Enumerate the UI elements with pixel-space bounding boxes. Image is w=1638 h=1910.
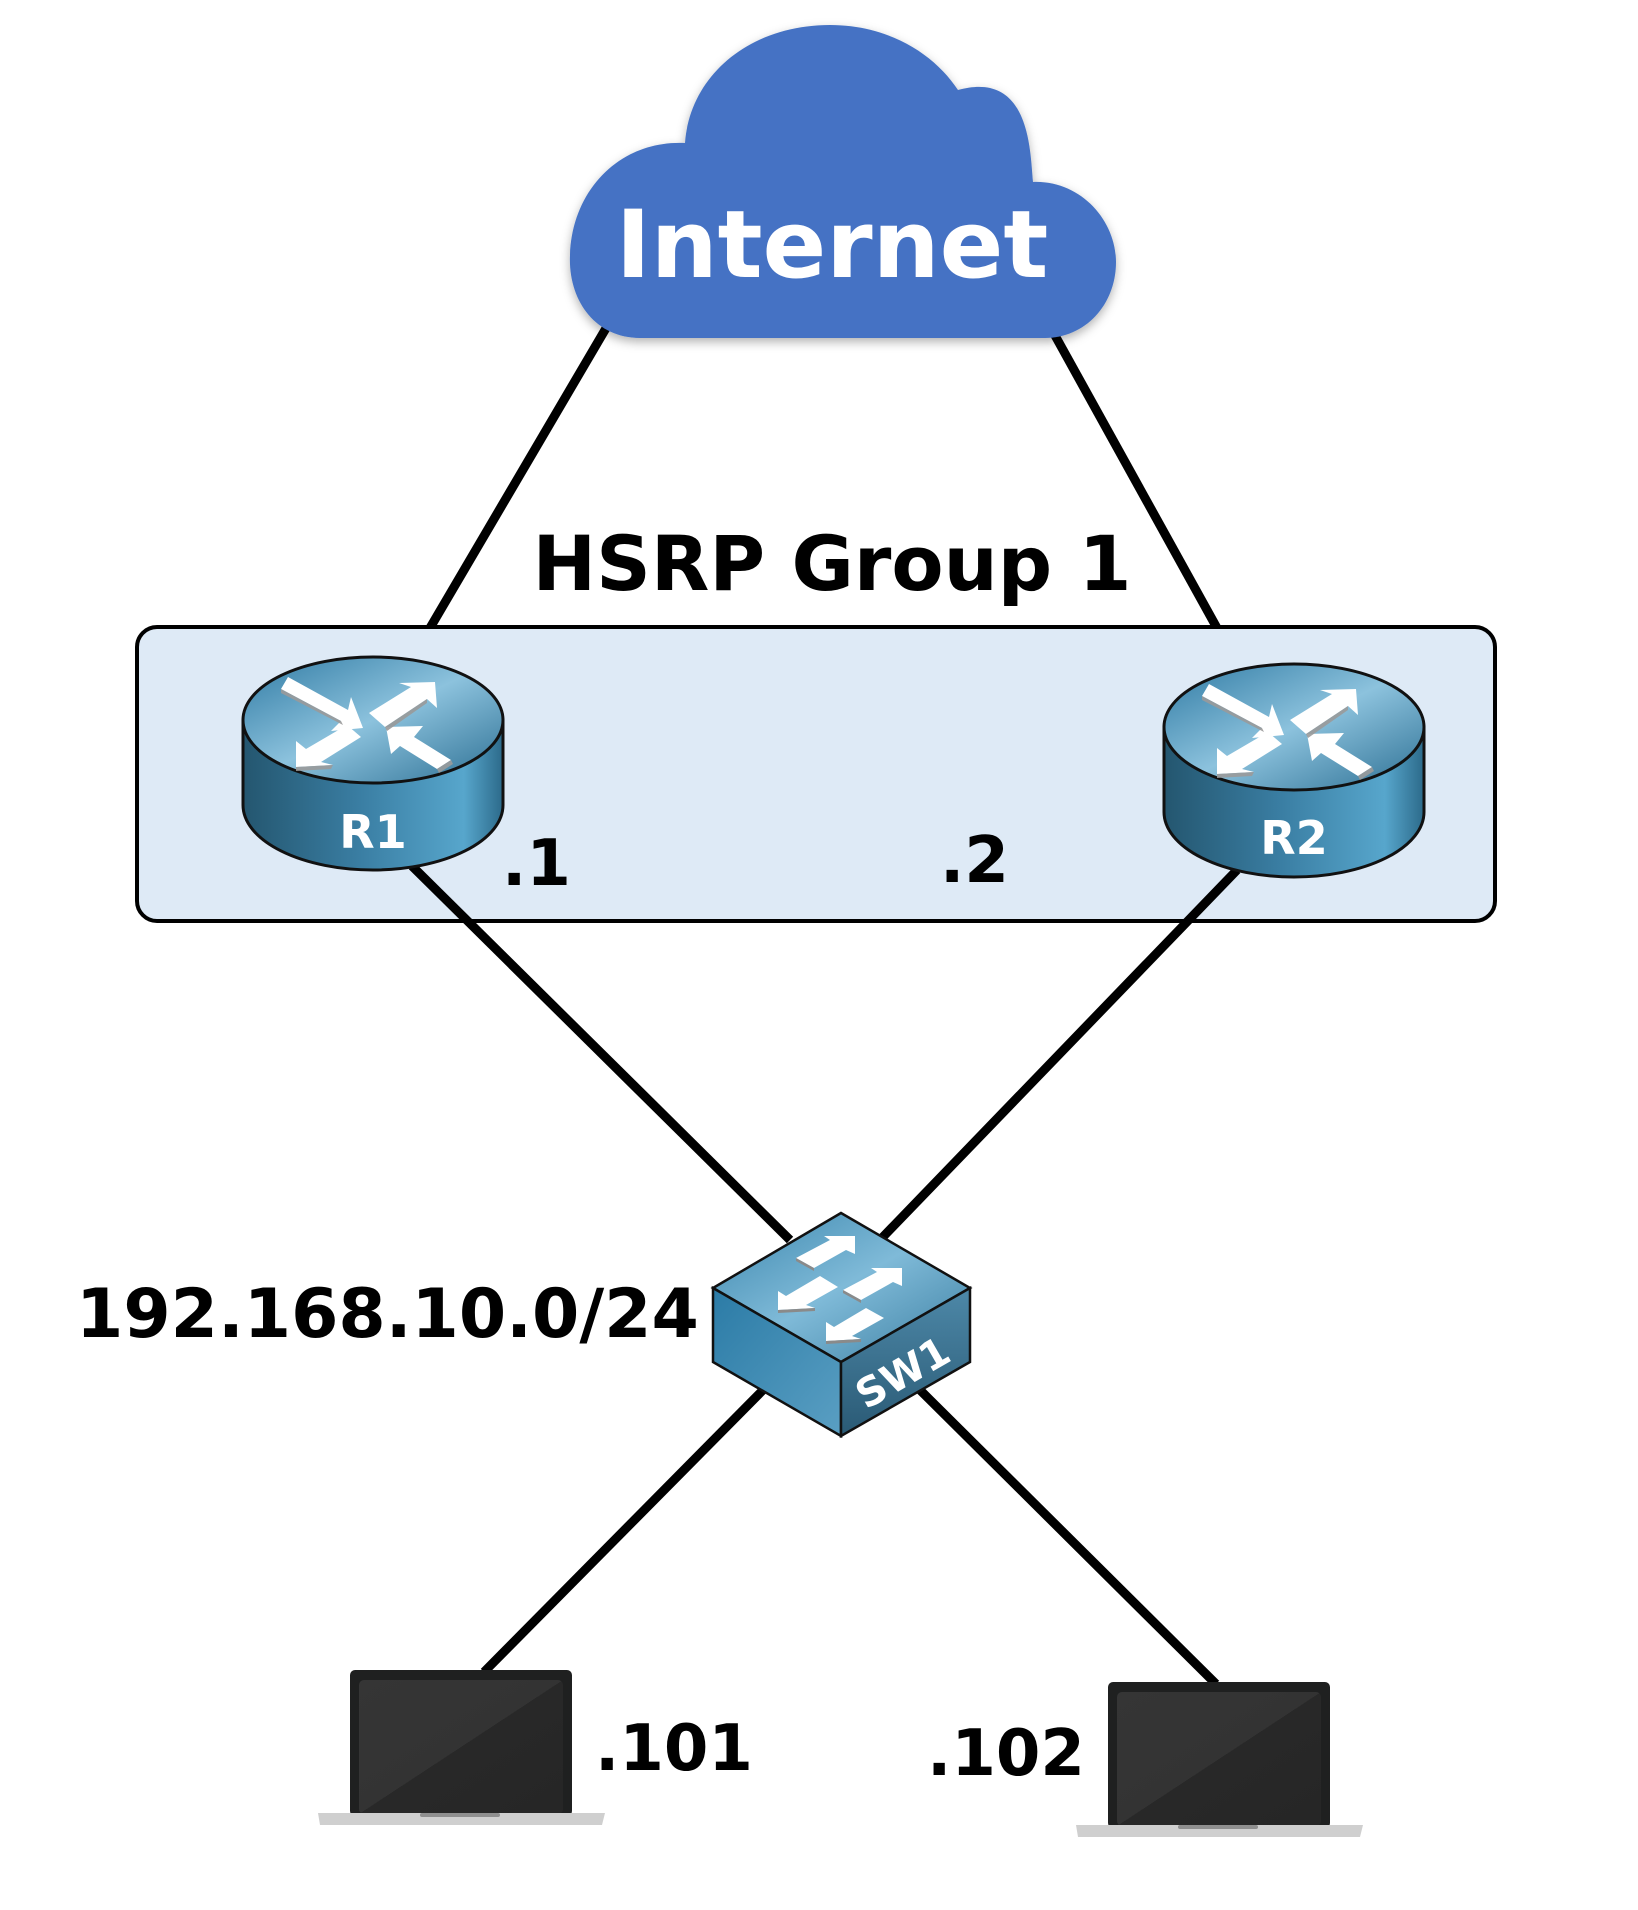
links-lower <box>408 862 1241 1688</box>
router-r1-ip: .1 <box>502 827 571 901</box>
host-1-ip: .101 <box>595 1712 753 1786</box>
switch-sw1[interactable]: SW1 <box>710 1211 973 1439</box>
cloud-icon <box>569 25 1116 338</box>
link-r2-sw1 <box>876 866 1241 1244</box>
link-internet-r1 <box>406 315 616 665</box>
link-sw1-host2 <box>914 1384 1220 1688</box>
router-icon <box>1162 662 1426 879</box>
laptop-icon <box>1076 1682 1363 1837</box>
subnet-label: 192.168.10.0/24 <box>76 1275 699 1354</box>
host-2-ip: .102 <box>927 1717 1085 1791</box>
switch-icon <box>710 1211 973 1439</box>
cloud-label: Internet <box>616 191 1049 300</box>
laptop-icon <box>318 1670 605 1825</box>
host-2-laptop[interactable] <box>1076 1682 1363 1837</box>
link-r1-sw1 <box>408 862 794 1244</box>
group-title: HSRP Group 1 <box>533 519 1132 608</box>
router-r1[interactable]: R1 <box>241 655 505 872</box>
internet-cloud[interactable]: Internet <box>569 25 1116 338</box>
links <box>406 315 1242 669</box>
link-internet-r2 <box>1048 327 1242 669</box>
host-1-laptop[interactable] <box>318 1670 605 1825</box>
router-r2[interactable]: R2 <box>1162 662 1426 879</box>
router-r2-ip: .2 <box>940 824 1009 898</box>
router-label: R1 <box>339 805 406 859</box>
link-sw1-host1 <box>480 1384 769 1676</box>
router-icon <box>241 655 505 872</box>
router-label: R2 <box>1260 811 1327 865</box>
